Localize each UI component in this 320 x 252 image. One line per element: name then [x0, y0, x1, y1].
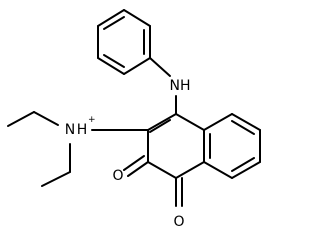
bond [147, 161, 177, 179]
bond [149, 57, 171, 77]
carbonyl-upper [123, 155, 149, 177]
bond [7, 111, 35, 127]
bond [203, 161, 233, 179]
phenyl-ring [97, 9, 151, 75]
bond [175, 161, 205, 179]
bond [123, 57, 151, 75]
amine-label: NH [170, 78, 191, 94]
bond [231, 157, 255, 172]
bond [123, 155, 145, 171]
bond [41, 171, 71, 187]
bond [103, 16, 125, 30]
bond [231, 113, 261, 131]
bond [175, 113, 205, 131]
bond [123, 9, 151, 27]
carbonyl-lower [175, 177, 183, 207]
oxygen-label-lower: O [173, 214, 184, 230]
bond [147, 113, 177, 131]
bond [203, 113, 233, 131]
ammonium-n-label: N [65, 122, 75, 138]
bond [231, 161, 261, 179]
bond [97, 57, 125, 75]
molecule-diagram: NH N H + O O [7, 9, 261, 230]
bond [231, 120, 255, 135]
quinone-ring [147, 113, 205, 179]
bond [33, 111, 59, 126]
ethyl-lower [41, 143, 71, 187]
bond [103, 54, 125, 68]
structure-svg: NH N H + O O [7, 9, 261, 230]
oxygen-label-upper: O [112, 168, 123, 184]
ammonium-h-label: H [77, 122, 88, 138]
bond [149, 119, 171, 133]
bond [127, 161, 149, 177]
bond [97, 9, 125, 27]
positive-charge-label: + [88, 115, 96, 125]
benzo-ring [203, 113, 261, 179]
ethyl-upper [7, 111, 59, 127]
